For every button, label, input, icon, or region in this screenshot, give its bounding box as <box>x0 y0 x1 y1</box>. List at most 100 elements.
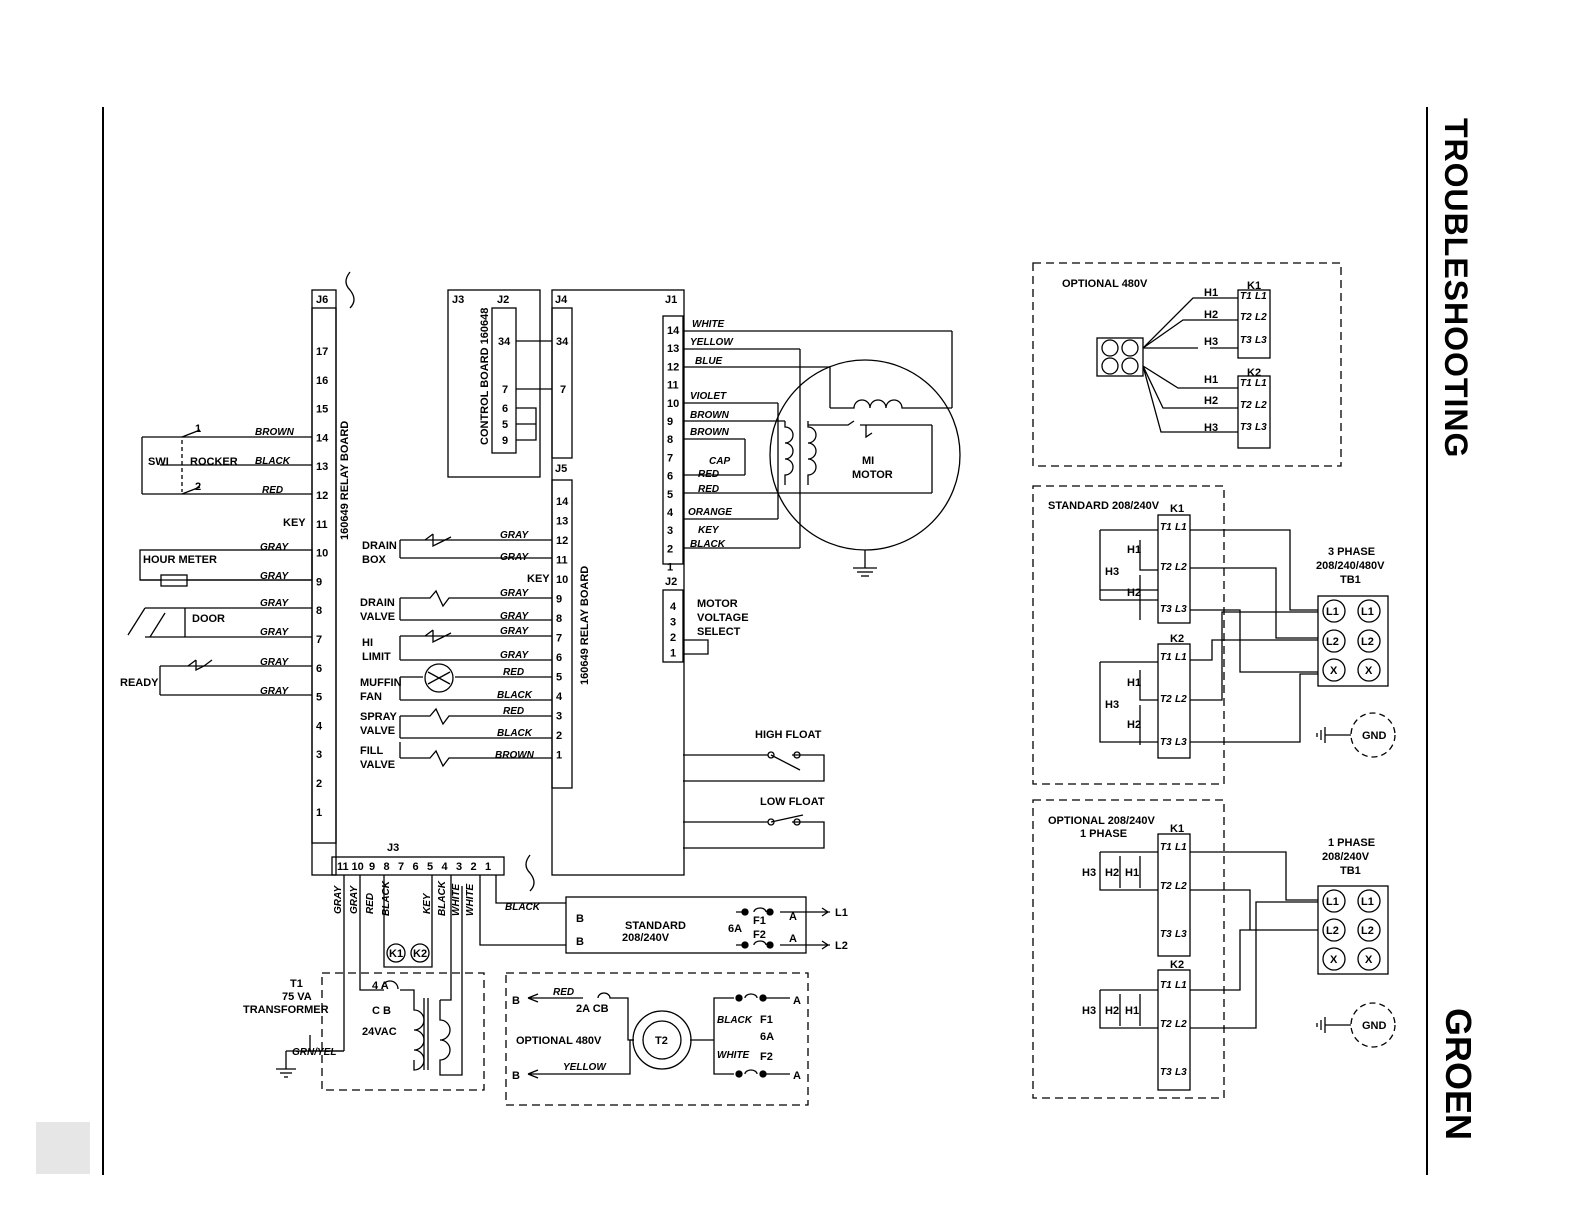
contact-4-L2: L2 <box>1175 881 1187 892</box>
j5-devices: DRAIN BOX GRAY GRAY KEY DRAIN VALVE GRAY… <box>360 530 552 771</box>
contact-4-T2: T2 <box>1160 881 1172 892</box>
j2-motor-label: J2 <box>665 576 677 588</box>
vac-label: 24VAC <box>362 1026 397 1038</box>
std-term-l2b: L2 <box>1361 636 1374 648</box>
contact-0-L2: L2 <box>1255 312 1267 323</box>
j1-pin-10: 10 <box>667 398 679 410</box>
cb-j3-label: J3 <box>452 294 464 306</box>
j1-pin-7: 7 <box>667 452 673 464</box>
std-title: STANDARD 208/240V <box>1048 500 1160 512</box>
j1-pin-14: 14 <box>667 325 680 337</box>
cb-4a: 4 A <box>372 980 389 992</box>
contact-1-L3: L3 <box>1255 422 1267 433</box>
optional-480-fuse-block: B B A A OPTIONAL 480V 2A CB RED YELLOW B… <box>505 972 809 1106</box>
muffin-fan-1: MUFFIN <box>360 677 402 689</box>
std-h2b: H2 <box>1127 719 1141 731</box>
opt-f1: F1 <box>760 1014 773 1026</box>
motor-label-2: MOTOR <box>852 469 893 481</box>
opt480-h3b: H3 <box>1204 422 1218 434</box>
j6-pin-12: 12 <box>316 490 328 502</box>
motor-wiring: MI MOTOR WHITE YELLOW BLUE VIOLET BROWN … <box>683 319 961 577</box>
j6-pin-2: 2 <box>316 778 322 790</box>
contact-0-T1: T1 <box>1240 291 1252 302</box>
contact-5-T3: T3 <box>1160 1067 1172 1078</box>
contact-4-T3: T3 <box>1160 929 1172 940</box>
j6-pin-15: 15 <box>316 404 328 416</box>
j1-pin-8: 8 <box>667 434 673 446</box>
j1-label: J1 <box>665 294 677 306</box>
j5-pin-14: 14 <box>556 496 569 508</box>
j1-pin-13: 13 <box>667 343 679 355</box>
motor-label-1: MI <box>862 455 874 467</box>
j2m-pin-2: 2 <box>670 632 676 644</box>
wire-brown: BROWN <box>255 427 295 438</box>
contact-5-T2: T2 <box>1160 1019 1172 1030</box>
wire-gray-9: GRAY <box>260 571 289 582</box>
sp-term-xa: X <box>1330 954 1338 966</box>
opt-wire-red: RED <box>553 987 574 998</box>
j1-pin-3: 3 <box>667 525 673 537</box>
j1-wire-brown-9: BROWN <box>690 410 730 421</box>
j5-pin-2: 2 <box>556 730 562 742</box>
std-k1: K1 <box>1170 503 1184 515</box>
high-float-label: HIGH FLOAT <box>755 729 822 741</box>
drain-box-2: BOX <box>362 554 387 566</box>
j5-pin-11: 11 <box>556 555 568 567</box>
std-tb-3: TB1 <box>1340 574 1361 586</box>
opt-wire-white: WHITE <box>717 1050 750 1061</box>
contact-0-T3: T3 <box>1240 335 1252 346</box>
j3-pin-11: 11 <box>337 861 349 873</box>
j5-pin-1: 1 <box>556 750 562 762</box>
j5-wire-black-4: BLACK <box>497 690 533 701</box>
contact-2-T1: T1 <box>1160 522 1172 533</box>
j6-pin-1: 1 <box>316 807 322 819</box>
wire-gray-10: GRAY <box>260 542 289 553</box>
contact-2-L3: L3 <box>1175 604 1187 615</box>
transformer-t1: T1 75 VA TRANSFORMER 4 A C B 24VAC GRN/Y… <box>243 875 485 1091</box>
cb-j2-label: J2 <box>497 294 509 306</box>
j2m-pin-1: 1 <box>670 648 676 660</box>
sp-tb-3: TB1 <box>1340 865 1361 877</box>
j3-pin-3: 3 <box>456 861 462 873</box>
j1-key: KEY <box>698 525 720 536</box>
opt-480-label: OPTIONAL 480V <box>516 1035 602 1047</box>
opt480-h1b: H1 <box>1204 374 1218 386</box>
j5-wire-gray-8: GRAY <box>500 611 529 622</box>
fill-valve-2: VALVE <box>360 759 395 771</box>
cb-pin-6: 6 <box>502 403 508 415</box>
opt-wire-black: BLACK <box>717 1015 753 1026</box>
j6-pin-8: 8 <box>316 605 322 617</box>
j1-wire-red-6: RED <box>698 469 719 480</box>
wire-gray-6: GRAY <box>260 657 289 668</box>
cb-pin-7: 7 <box>502 384 508 396</box>
t1-transformer: TRANSFORMER <box>243 1004 329 1016</box>
contact-2-L2: L2 <box>1175 562 1187 573</box>
spray-valve-1: SPRAY <box>360 711 398 723</box>
j3-wire-1: GRAY <box>349 885 360 914</box>
standard-voltage: 208/240V <box>622 932 670 944</box>
j3-wire-2: RED <box>365 893 376 914</box>
j5-pin-8: 8 <box>556 613 562 625</box>
wire-gray-5: GRAY <box>260 686 289 697</box>
j6-pin-5: 5 <box>316 692 322 704</box>
cb-label: C B <box>372 1005 391 1017</box>
contact-3-T1: T1 <box>1160 652 1172 663</box>
relay-k1: K1 <box>389 948 403 960</box>
contact-1-T2: T2 <box>1240 400 1252 411</box>
relay-k2: K2 <box>413 948 427 960</box>
j5-pin-3: 3 <box>556 711 562 723</box>
j1-wire-white: WHITE <box>692 319 725 330</box>
key-label: KEY <box>283 517 306 529</box>
hi-limit-2: LIMIT <box>362 651 391 663</box>
spray-valve-2: VALVE <box>360 725 395 737</box>
j3-pin-9: 9 <box>369 861 375 873</box>
cb-pin-34: 34 <box>498 336 511 348</box>
sp-h3a: H3 <box>1082 867 1096 879</box>
hour-meter-label: HOUR METER <box>143 554 217 566</box>
j5-wire-red-5: RED <box>503 667 524 678</box>
j5-wire-gray-12: GRAY <box>500 530 529 541</box>
opt-6a: 6A <box>760 1031 774 1043</box>
j3-pin-7: 7 <box>398 861 404 873</box>
j5-wire-brown-1: BROWN <box>495 750 535 761</box>
